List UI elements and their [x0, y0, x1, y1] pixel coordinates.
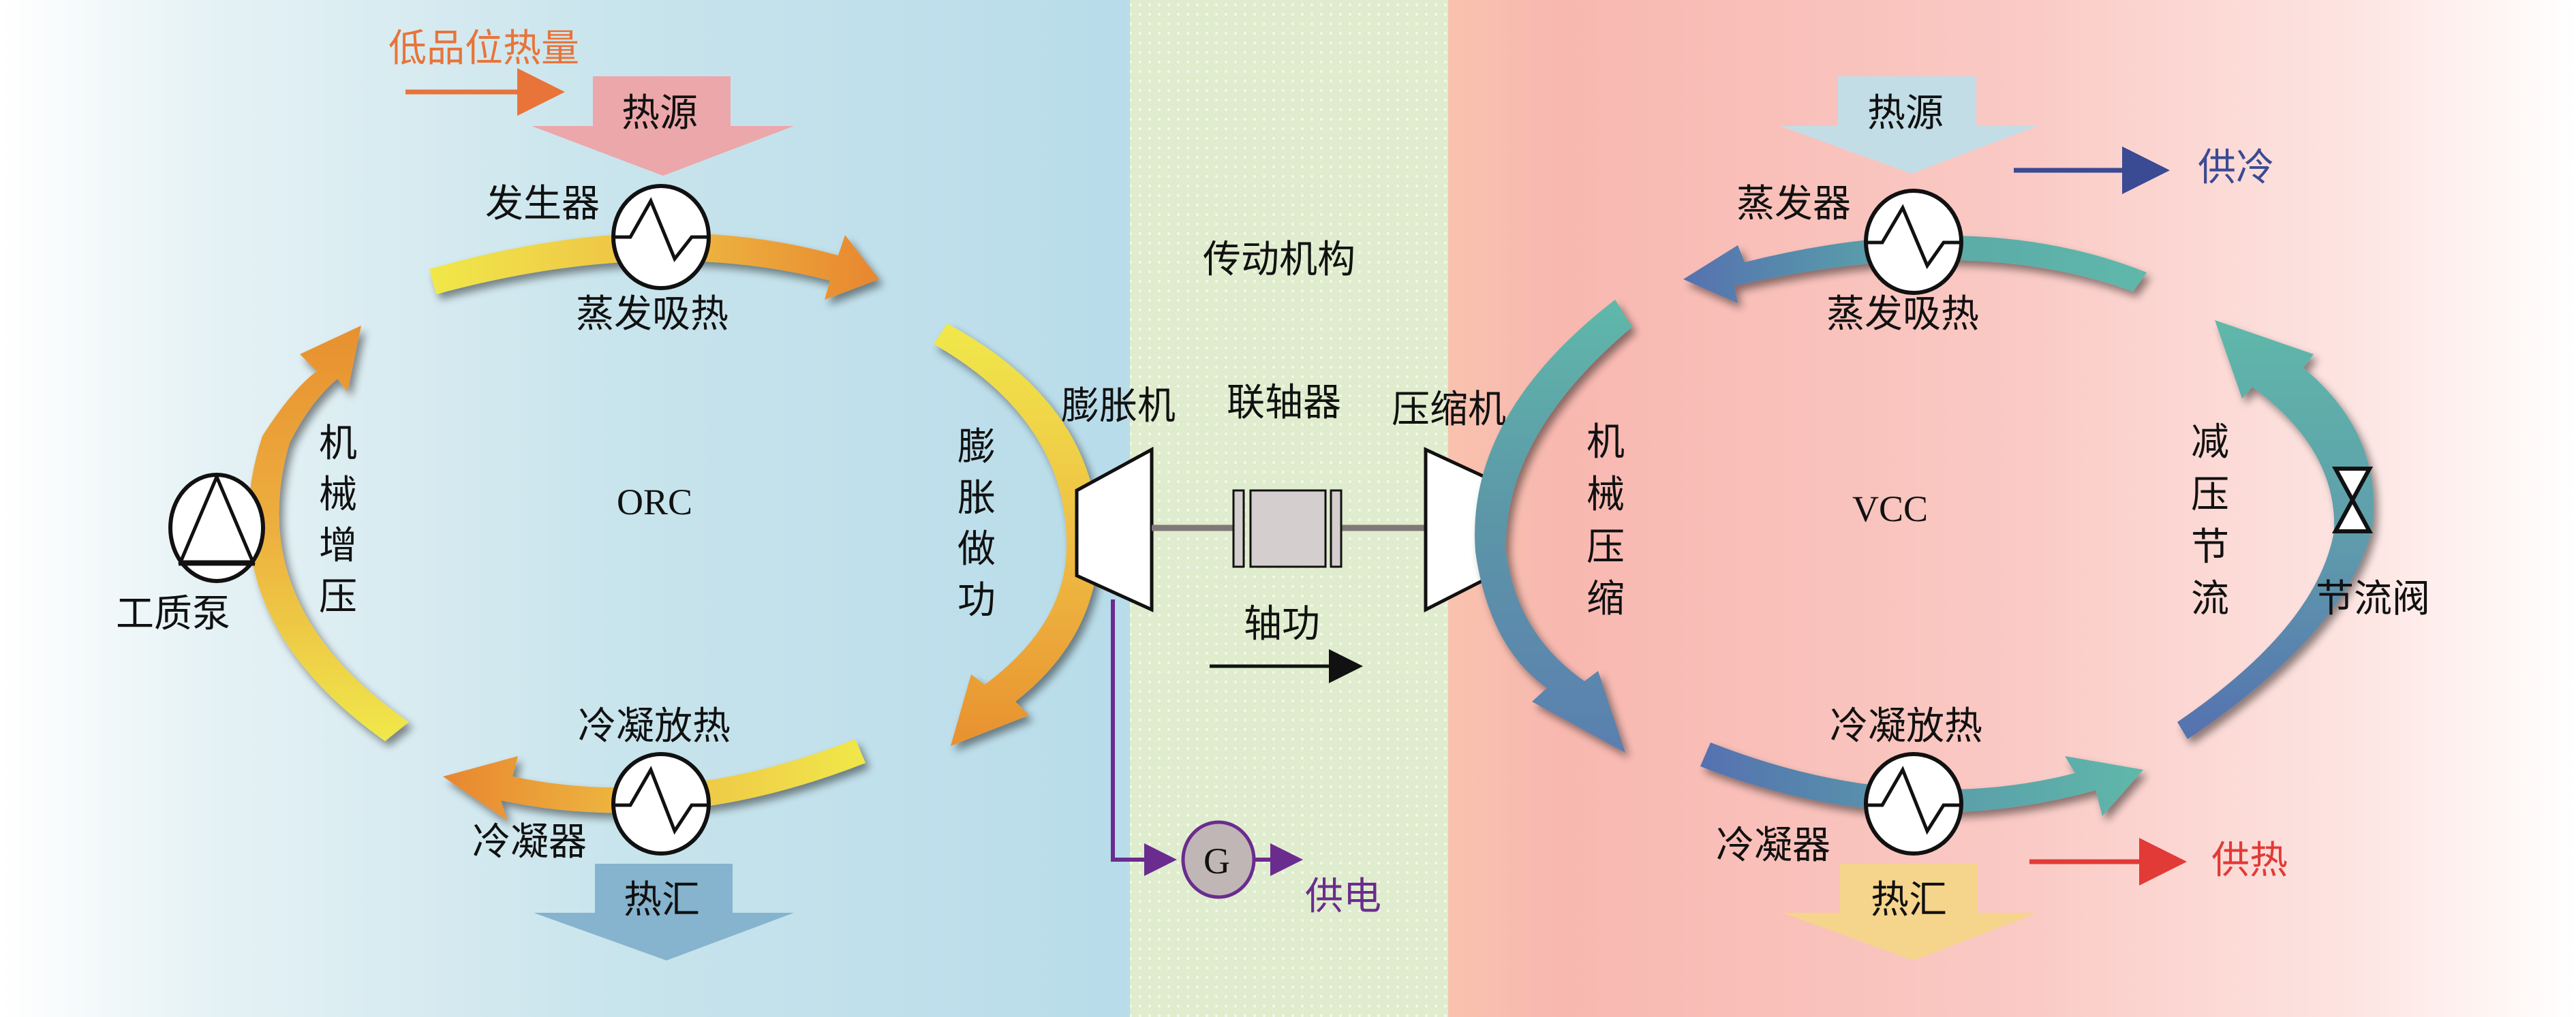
- svg-text:增: 增: [319, 524, 357, 568]
- vcc-evaporation-flow-arrow: [1683, 235, 2147, 303]
- orc-expansion-process-label: 膨 胀 做 功: [957, 425, 996, 623]
- low-grade-heat-label: 低品位热量: [388, 27, 579, 71]
- orc-pump-process-label: 机 械 增 压: [319, 422, 357, 619]
- vcc-cycle-label: VCC: [1852, 488, 1928, 529]
- power-output-label: 供电: [1305, 875, 1381, 919]
- vcc-condensation-label: 冷凝放热: [1830, 704, 1982, 749]
- power-line: [1111, 599, 1177, 876]
- orc-heat-sink-label: 热汇: [624, 878, 700, 922]
- vcc-throttle-flow-arrow: [2177, 320, 2374, 739]
- orc-condensation-flow-arrow: [443, 739, 865, 821]
- vcc-heat-sink-label: 热汇: [1871, 878, 1947, 922]
- coupling-label: 联轴器: [1227, 381, 1341, 425]
- orc-condensation-label: 冷凝放热: [578, 704, 731, 749]
- orc-evaporation-label: 蒸发吸热: [576, 292, 729, 337]
- svg-text:G: G: [1203, 841, 1230, 881]
- svg-text:流: 流: [2191, 577, 2229, 621]
- orc-cycle-label: ORC: [617, 482, 692, 522]
- svg-text:压: 压: [1586, 525, 1625, 569]
- orc-heat-source-label: 热源: [622, 91, 698, 136]
- svg-text:机: 机: [1586, 420, 1625, 465]
- throttle-valve-icon: [2331, 467, 2374, 533]
- orc-condenser-label: 冷凝器: [472, 820, 587, 864]
- generator-heat-exchanger-icon: [611, 184, 711, 290]
- svg-text:节: 节: [2191, 525, 2229, 569]
- svg-text:膨: 膨: [957, 425, 996, 469]
- evaporator-label: 蒸发器: [1736, 182, 1851, 226]
- vcc-heat-source-arrow: [1780, 76, 2038, 174]
- orc-heat-source-arrow: [532, 76, 794, 176]
- vcc-heat-sink-arrow: [1782, 864, 2038, 960]
- svg-text:做: 做: [957, 527, 996, 572]
- vcc-condenser-label: 冷凝器: [1716, 824, 1830, 868]
- svg-text:胀: 胀: [957, 476, 996, 520]
- shaft-work-label: 轴功: [1244, 602, 1320, 646]
- svg-text:功: 功: [957, 578, 996, 623]
- orc-heat-sink-arrow: [534, 864, 794, 960]
- working-fluid-pump-icon: [168, 472, 265, 583]
- orc-pump-flow-arrow: [248, 326, 409, 741]
- cooling-output-label: 供冷: [2198, 146, 2274, 190]
- evaporator-heat-exchanger-icon: [1864, 189, 1963, 295]
- vcc-panel: [1448, 0, 2576, 1017]
- svg-text:机: 机: [319, 422, 357, 466]
- transmission-title: 传动机构: [1203, 238, 1355, 282]
- heating-output-label: 供热: [2211, 839, 2288, 883]
- compressor-label: 压缩机: [1392, 388, 1506, 432]
- svg-text:压: 压: [319, 575, 357, 619]
- svg-text:械: 械: [319, 473, 357, 517]
- expander-icon: [1075, 446, 1154, 612]
- generator-label: 发生器: [485, 182, 600, 226]
- orc-evaporation-flow-arrow: [429, 232, 879, 300]
- vcc-condensation-flow-arrow: [1700, 742, 2143, 816]
- vcc-heat-source-label: 热源: [1867, 91, 1944, 136]
- electric-generator-icon: G: [1181, 820, 1256, 899]
- svg-text:压: 压: [2191, 473, 2229, 517]
- throttle-valve-label: 节流阀: [2316, 577, 2430, 621]
- svg-text:缩: 缩: [1586, 577, 1625, 621]
- svg-text:械: 械: [1586, 473, 1625, 517]
- svg-text:减: 减: [2191, 420, 2229, 465]
- coupling-icon: [1232, 489, 1343, 568]
- vcc-compression-process-label: 机 械 压 缩: [1586, 420, 1625, 621]
- condenser-heat-exchanger-icon: [611, 752, 711, 856]
- vcc-compression-flow-arrow: [1475, 300, 1632, 753]
- vcc-condenser-heat-exchanger-icon: [1864, 752, 1963, 856]
- vcc-evaporation-label: 蒸发吸热: [1826, 292, 1979, 337]
- working-fluid-pump-label: 工质泵: [116, 592, 230, 636]
- expander-label: 膨胀机: [1061, 384, 1176, 428]
- vcc-throttle-process-label: 减 压 节 流: [2191, 420, 2229, 621]
- orc-expansion-flow-arrow: [934, 324, 1099, 746]
